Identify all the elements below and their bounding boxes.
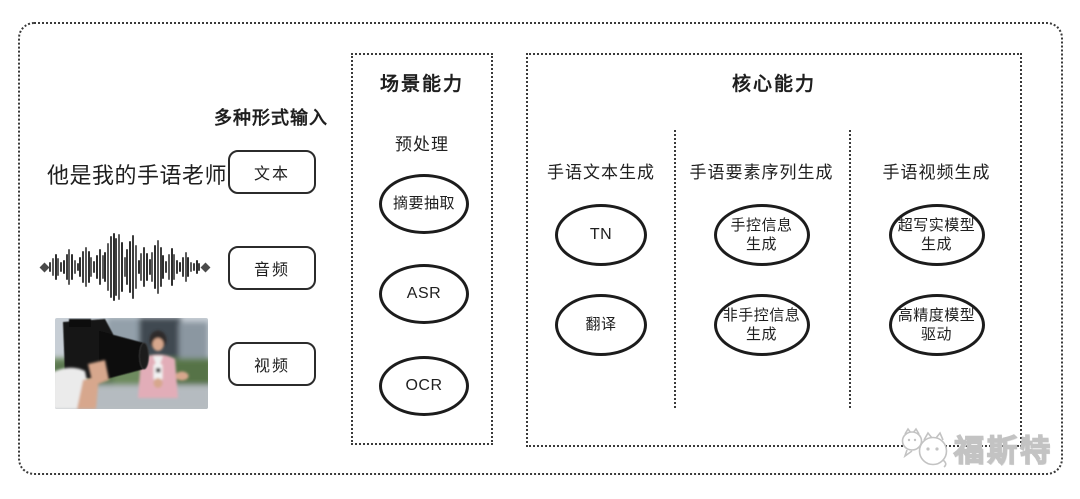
node-tn: TN (555, 204, 647, 266)
sample-text-input: 他是我的手语老师 (47, 163, 228, 188)
input-type-text-label: 文本 (253, 166, 290, 183)
input-type-text: 文本 (228, 150, 316, 194)
scene-box-title: 场景能力 (379, 74, 464, 95)
video-thumbnail (55, 318, 208, 409)
watermark: 福斯特 (898, 424, 1053, 472)
scene-capability-box: 场景能力 预处理 摘要抽取 ASR OCR (351, 53, 493, 445)
core-box-title: 核心能力 (731, 74, 816, 95)
column-header: 手语视频生成 (882, 163, 991, 182)
column-sign-text-generation: 手语文本生成 TN 翻译 (528, 55, 674, 445)
node-non-manual-info-generation: 非手控信息 生成 (713, 294, 810, 356)
audio-waveform-icon (39, 230, 211, 304)
column-sign-video-generation: 手语视频生成 超写实模型 生成 高精度模型 驱动 (849, 55, 1024, 445)
waveform-bars (49, 230, 201, 304)
node-manual-info-generation: 手控信息 生成 (713, 204, 810, 266)
waveform-left-endcap-icon (39, 262, 50, 272)
node-translation: 翻译 (555, 294, 647, 356)
column-header: 手语要素序列生成 (689, 163, 834, 182)
input-type-video-label: 视频 (253, 358, 290, 375)
column-header: 手语文本生成 (547, 163, 655, 182)
column-divider (849, 130, 851, 408)
node-asr: ASR (379, 264, 469, 324)
node-high-precision-model-driving: 高精度模型 驱动 (888, 294, 985, 356)
node-ocr: OCR (379, 356, 469, 416)
input-type-video: 视频 (228, 342, 316, 386)
watermark-logo-icon (901, 427, 948, 468)
outer-dotted-border (18, 22, 1063, 475)
preprocessing-label: 预处理 (395, 135, 449, 154)
column-sign-element-sequence-generation: 手语要素序列生成 手控信息 生成 非手控信息 生成 (674, 55, 849, 445)
node-hyperrealistic-model-generation: 超写实模型 生成 (888, 204, 985, 266)
inputs-heading: 多种形式输入 (214, 108, 328, 128)
watermark-brand-text: 福斯特 (953, 434, 1053, 468)
node-summary-extraction: 摘要抽取 (379, 174, 469, 234)
waveform-right-endcap-icon (200, 262, 211, 272)
input-type-audio-label: 音频 (253, 262, 290, 279)
reporter-photo-illustration (55, 318, 208, 409)
core-capability-box: 核心能力 手语文本生成 TN 翻译 手语要素序列生成 手控信息 生成 非手控信息… (526, 53, 1022, 447)
input-type-audio: 音频 (228, 246, 316, 290)
column-divider (674, 130, 676, 408)
